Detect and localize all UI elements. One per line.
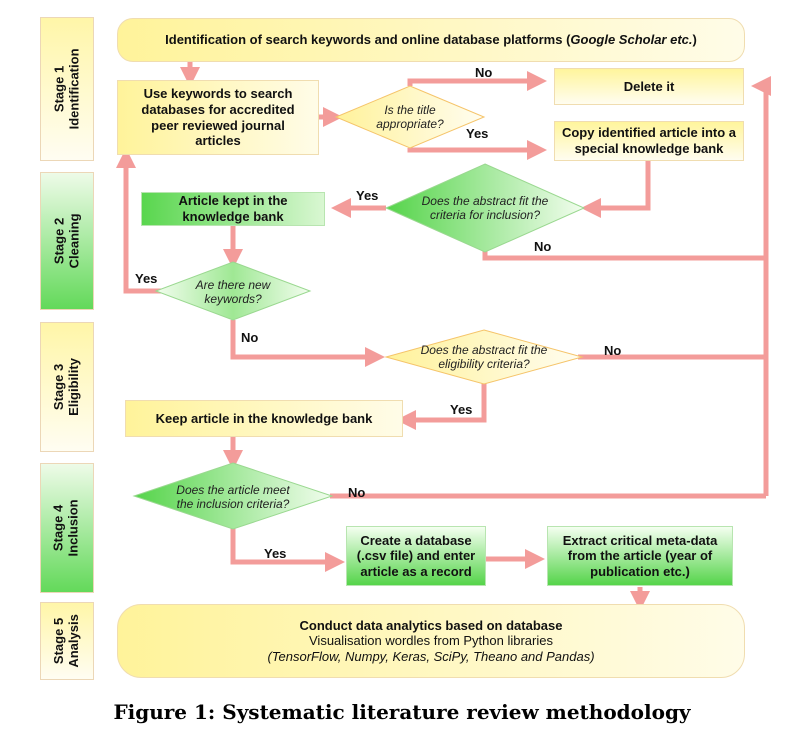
identification-platform-text: Google Scholar etc. <box>570 32 693 48</box>
analytics-box: Conduct data analytics based on database… <box>117 604 745 678</box>
article-kept-box: Article kept in the knowledge bank <box>141 192 325 226</box>
extract-metadata-box: Extract critical meta-data from the arti… <box>547 526 733 586</box>
label-eligibility-yes: Yes <box>450 402 473 417</box>
decision-eligibility-diamond <box>384 329 584 385</box>
keep-article-text: Keep article in the knowledge bank <box>155 410 373 426</box>
decision-inclusion-diamond <box>132 462 334 530</box>
stage-1-subtitle: Identification <box>66 48 82 130</box>
copy-article-box: Copy identified article into a special k… <box>554 121 744 161</box>
search-databases-text: Use keywords to search databases for acc… <box>141 86 295 149</box>
link-criteria-no-return <box>482 234 766 261</box>
delete-box: Delete it <box>554 68 744 105</box>
label-inclusion-no: No <box>348 485 366 500</box>
analytics-subtitle: Visualisation wordles from Python librar… <box>309 633 553 649</box>
label-title-yes: Yes <box>466 126 489 141</box>
stage-2-title: Stage 2 <box>51 217 67 265</box>
identification-box: Identification of search keywords and on… <box>117 18 745 62</box>
analytics-title: Conduct data analytics based on database <box>299 617 563 633</box>
link-copy-to-criteria <box>580 161 651 218</box>
identification-closing: ) <box>692 32 697 48</box>
label-criteria-no: No <box>534 239 552 254</box>
label-eligibility-no: No <box>604 343 622 358</box>
stage-1-title: Stage 1 <box>51 65 67 113</box>
label-criteria-yes: Yes <box>356 188 379 203</box>
copy-article-text: Copy identified article into a special k… <box>561 125 737 156</box>
stage-3-title: Stage 3 <box>51 363 67 411</box>
create-database-box: Create a database (.csv file) and enter … <box>346 526 486 586</box>
decision-criteria-text: Does the abstract fit the criteria for i… <box>421 193 549 222</box>
keep-article-box: Keep article in the knowledge bank <box>125 400 403 437</box>
create-database-text: Create a database (.csv file) and enter … <box>356 532 476 579</box>
decision-inclusion-text: Does the article meet the inclusion crit… <box>176 482 290 511</box>
identification-text: Identification of search keywords and on… <box>165 32 571 48</box>
stage-3-subtitle: Eligibility <box>66 358 82 416</box>
link-inclusion-yes-db <box>230 528 346 572</box>
article-kept-text: Article kept in the knowledge bank <box>178 193 288 224</box>
link-eligibility-yes-keep <box>395 383 487 430</box>
stage-5-subtitle: Analysis <box>66 614 82 668</box>
decision-keywords-text: Are there new keywords? <box>195 277 271 306</box>
link-keywords-yes-search <box>116 147 164 294</box>
link-title-yes-copy <box>407 140 548 160</box>
search-databases-box: Use keywords to search databases for acc… <box>117 80 319 155</box>
decision-title-text: Is the title appropriate? <box>376 102 444 131</box>
decision-eligibility-text: Does the abstract fit the eligibility cr… <box>420 342 548 371</box>
analytics-libraries: (TensorFlow, Numpy, Keras, SciPy, Theano… <box>267 648 595 664</box>
decision-criteria-diamond <box>384 163 586 253</box>
stage-4-subtitle: Inclusion <box>66 499 81 557</box>
link-return-to-delete <box>750 76 771 496</box>
figure-caption: Figure 1: Systematic literature review m… <box>113 700 691 724</box>
extract-metadata-text: Extract critical meta-data from the arti… <box>562 532 718 579</box>
stage-5-title: Stage 5 <box>51 617 67 665</box>
decision-keywords-diamond <box>154 261 312 321</box>
decision-title-diamond <box>334 85 486 149</box>
label-inclusion-yes: Yes <box>264 546 287 561</box>
delete-text: Delete it <box>623 78 675 94</box>
label-title-no: No <box>475 65 493 80</box>
label-keywords-yes: Yes <box>135 271 158 286</box>
link-title-no-delete <box>407 71 548 91</box>
stage-2-subtitle: Cleaning <box>66 213 81 269</box>
link-keywords-no-eligibility <box>230 320 386 367</box>
label-keywords-no: No <box>241 330 259 345</box>
